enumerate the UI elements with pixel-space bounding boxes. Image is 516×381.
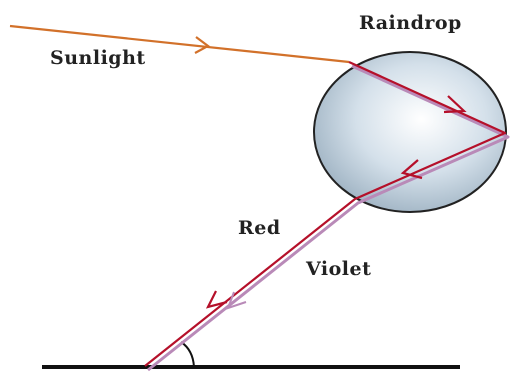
sunlight-arrowhead xyxy=(194,36,211,54)
angle-arc xyxy=(180,341,195,368)
violet-label: Violet xyxy=(305,258,371,280)
sunlight-label: Sunlight xyxy=(50,47,146,69)
reflection-arrowhead xyxy=(400,159,423,180)
exit-arrowhead xyxy=(205,290,228,309)
violet-ray xyxy=(147,64,510,372)
exit-arrowhead-violet xyxy=(226,291,247,310)
refraction-arrowhead xyxy=(443,95,467,114)
red-label: Red xyxy=(238,217,281,239)
raindrop-circle xyxy=(313,51,507,213)
sunlight-ray xyxy=(9,24,350,64)
red-ray xyxy=(144,60,507,367)
raindrop-label: Raindrop xyxy=(359,12,462,34)
